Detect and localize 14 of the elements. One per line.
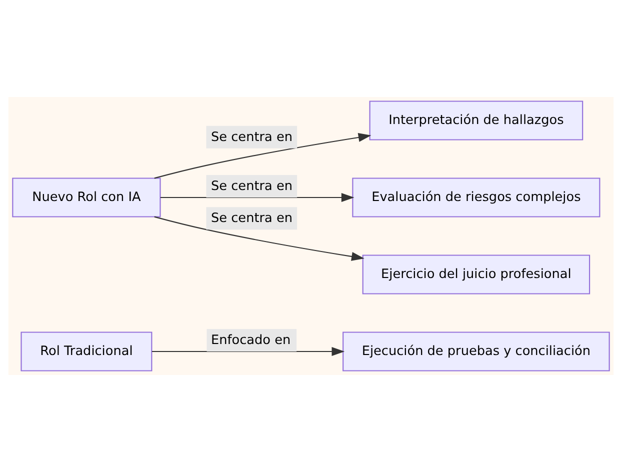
node-box: Ejercicio del juicio profesional bbox=[362, 254, 590, 294]
node-box: Nuevo Rol con IA bbox=[12, 178, 161, 218]
node-box: Ejecución de pruebas y conciliación bbox=[342, 332, 610, 372]
arrow bbox=[154, 216, 364, 261]
node-box: Rol Tradicional bbox=[20, 332, 152, 372]
arrow bbox=[152, 346, 345, 356]
arrow bbox=[160, 193, 354, 202]
node-box: Interpretación de hallazgos bbox=[369, 100, 584, 140]
node-box: Evaluación de riesgos complejos bbox=[352, 178, 600, 218]
edge-label: Se centra en bbox=[211, 179, 292, 194]
edge-label: Enfocado en bbox=[211, 333, 291, 348]
edge-label: Se centra en bbox=[211, 211, 292, 226]
arrow bbox=[154, 132, 372, 179]
edge-label: Se centra en bbox=[211, 130, 292, 145]
